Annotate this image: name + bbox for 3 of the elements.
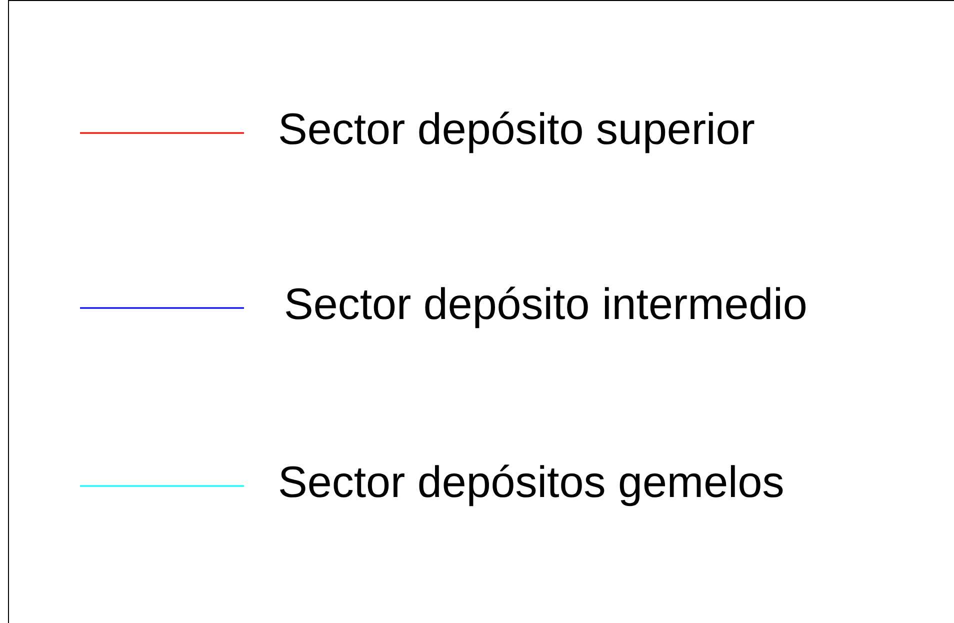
legend-label: Sector depósito superior: [278, 105, 755, 155]
legend-label: Sector depósito intermedio: [284, 280, 808, 330]
legend-label: Sector depósitos gemelos: [278, 458, 784, 508]
